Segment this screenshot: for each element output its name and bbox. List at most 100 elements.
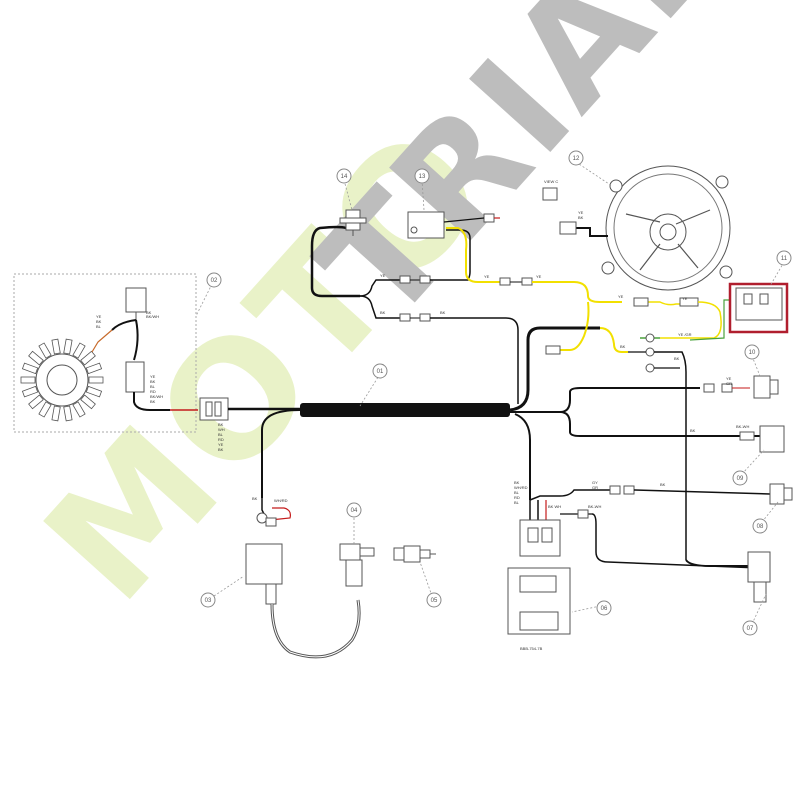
callout-06: 06 xyxy=(596,600,612,616)
callout-02: 02 xyxy=(206,272,222,288)
fan-connector xyxy=(559,221,577,235)
callout-05-label: 05 xyxy=(431,598,438,604)
stator-pole xyxy=(21,385,39,398)
relay-label-bk: BK xyxy=(620,344,626,349)
loom-label-0: BK xyxy=(218,422,224,427)
stator-pole xyxy=(85,362,103,375)
stator-pole xyxy=(28,350,44,366)
pickup-sensor xyxy=(125,287,147,313)
stator-pole xyxy=(38,401,52,418)
loom-connector xyxy=(199,397,229,421)
callout-01-label: 01 xyxy=(377,369,384,375)
sensor-label-gy: GY xyxy=(592,480,598,485)
spark-cap-body xyxy=(339,543,361,561)
sensor-07-body xyxy=(747,551,771,583)
sensor-label-gr: GR xyxy=(592,485,598,490)
callout-12-label: 12 xyxy=(573,156,580,162)
stator-pole xyxy=(63,405,73,422)
coil-body xyxy=(245,543,283,585)
stator-pole xyxy=(51,338,61,355)
relay-label-bk2: BK xyxy=(674,356,680,361)
callout-leaders xyxy=(195,161,785,625)
loom-label-3: RD xyxy=(218,437,224,442)
stator-coil-ring xyxy=(20,338,104,422)
sensor-body xyxy=(769,483,785,505)
stator-pole xyxy=(51,405,61,422)
spark-cap-04 xyxy=(339,543,375,587)
loom-label-5: BK xyxy=(218,447,224,452)
stator-hub-inner xyxy=(46,364,78,396)
switch-label-ye: YE xyxy=(380,273,386,278)
ecu-label-0: BK xyxy=(514,480,520,485)
coil-label-whrd: WH/RD xyxy=(274,498,288,503)
horn-body xyxy=(753,375,771,399)
stator-label-1: BK xyxy=(96,319,102,324)
spark-plug-body xyxy=(393,547,405,561)
callout-01: 01 xyxy=(372,363,388,379)
view-c-label: VIEW C xyxy=(544,179,558,184)
module-label-bk: BK xyxy=(440,310,446,315)
main-loom: BK WH BL RD YE BK xyxy=(199,326,760,500)
sensor-08: GY GR BK xyxy=(529,480,793,505)
ignition-coil-03: BK WH/RD xyxy=(245,496,361,659)
stator-pole xyxy=(80,350,96,366)
fan-connector-view xyxy=(542,187,558,201)
ecu-label-3: RD xyxy=(514,495,520,500)
stator-pole xyxy=(63,338,73,355)
callout-06-label: 06 xyxy=(601,606,608,612)
callout-10: 10 xyxy=(744,344,760,360)
stator-pole xyxy=(21,362,39,375)
horn-label-b: GR xyxy=(726,381,732,386)
callout-04: 04 xyxy=(346,502,362,518)
module-body xyxy=(407,211,445,239)
stator-conn-label-0: YE xyxy=(150,374,156,379)
ecu-label-1: WH/RD xyxy=(514,485,528,490)
fan-label-ye: YE xyxy=(578,210,584,215)
ecu-connector xyxy=(519,519,561,557)
relay-highlight-box xyxy=(728,282,789,334)
stator-pole xyxy=(38,342,52,359)
switch-block-label: BK-WH xyxy=(736,424,749,429)
sensor-07 xyxy=(685,551,771,603)
relay-assembly: YE YE /GR BK BK YE xyxy=(618,282,789,560)
switch-block-09: BK-WH BK xyxy=(690,424,785,453)
callout-07: 07 xyxy=(742,620,758,636)
callout-05: 05 xyxy=(426,592,442,608)
switch-14 xyxy=(339,209,367,236)
loom-label-2: BL xyxy=(218,432,224,437)
spark-plug-05 xyxy=(393,545,436,563)
callout-10-label: 10 xyxy=(749,350,756,356)
relay-label-ye2: YE xyxy=(682,296,688,301)
stator-pole xyxy=(20,376,36,384)
stator-dashed-box xyxy=(13,273,197,433)
stator-assembly: YE BK BL BK/WH BK YE BK BL RD BK/WH BK xyxy=(13,273,198,433)
callout-08-label: 08 xyxy=(757,524,764,530)
stator-conn-label-5: BK xyxy=(150,399,156,404)
stator-pole xyxy=(85,385,103,398)
stator-conn-label-3: RD xyxy=(150,389,156,394)
stator-conn-label-1: BK xyxy=(150,379,156,384)
callout-11: 11 xyxy=(776,250,792,266)
sensor-label-bk: BK xyxy=(660,482,666,487)
stator-pole xyxy=(28,394,44,410)
stator-pole xyxy=(80,394,96,410)
switch-block-label-bk: BK xyxy=(690,428,696,433)
module-label-ye2: YE xyxy=(536,274,542,279)
ecu-label-2: BL xyxy=(514,490,520,495)
loom-label-1: WH xyxy=(218,427,225,432)
callout-02-label: 02 xyxy=(211,278,218,284)
switch-block-body xyxy=(759,425,785,453)
fan-label-bk: BK xyxy=(578,215,584,220)
module-label-ye: YE xyxy=(484,274,490,279)
ecu-sub-label: BK WH xyxy=(548,504,561,509)
callout-13-label: 13 xyxy=(419,174,426,180)
callout-08: 08 xyxy=(752,518,768,534)
relay-label-yegr: YE /GR xyxy=(678,332,692,337)
ecu-06: BBB-754-7B BK WH/RD BL RD BL BK WH BK-WH xyxy=(507,480,761,651)
relay-body xyxy=(735,287,783,321)
horn-10: YE GR xyxy=(703,375,779,399)
stator-label-3: BK/WH xyxy=(146,314,159,319)
stator-pole xyxy=(72,401,86,418)
stator-pole xyxy=(88,376,104,384)
